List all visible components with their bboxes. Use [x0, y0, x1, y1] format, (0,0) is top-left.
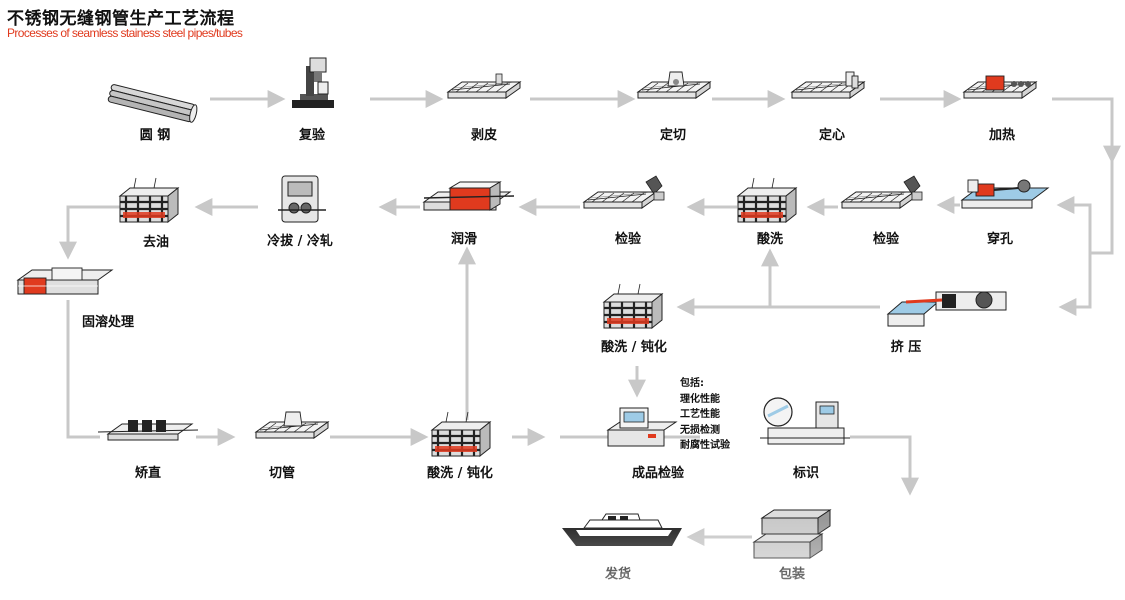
step-label-peeling: 剥皮	[470, 128, 498, 143]
peeling-machine-icon	[447, 73, 521, 99]
solution-furnace-icon	[16, 267, 114, 295]
step-label-tube-cutting: 切管	[268, 466, 296, 481]
lubrication-machine-icon	[422, 181, 515, 211]
inspection-notes-heading: 包括:	[680, 378, 704, 389]
step-label-round-steel: 圆 钢	[139, 128, 171, 143]
step-label-cut-length: 定切	[659, 128, 687, 143]
page-subtitle: Processes of seamless stainess steel pip…	[7, 26, 243, 40]
inspection-note-item: 无损检测	[680, 424, 720, 436]
inspection-bench-1-icon	[841, 175, 923, 209]
arrow-degrease-to-solution	[59, 205, 120, 260]
heating-furnace-icon	[963, 75, 1037, 99]
step-label-cold-draw-roll: 冷拔 / 冷轧	[267, 234, 333, 249]
extrusion-press-icon	[886, 291, 1007, 327]
step-label-inspect1: 检验	[872, 232, 900, 247]
arrow-right-loop-pierce	[1056, 160, 1114, 255]
step-label-packing: 包装	[778, 567, 806, 582]
page-title: 不锈钢无缝钢管生产工艺流程	[7, 9, 235, 29]
arrow-heat-down	[1052, 97, 1121, 164]
recheck-machine-icon	[292, 57, 334, 108]
cut-length-machine-icon	[637, 71, 711, 99]
inspection-note-item: 工艺性能	[680, 409, 720, 420]
inspection-note-item: 理化性能	[680, 393, 720, 405]
pickling-tank-1-icon	[736, 176, 798, 224]
pickling-passivation-tank-2-icon	[430, 410, 492, 458]
inspection-bench-2-icon	[583, 175, 665, 209]
inspection-note-item: 耐腐性试验	[680, 440, 730, 451]
straightening-machine-icon	[97, 420, 199, 441]
cold-draw-mill-icon	[278, 175, 326, 223]
pickling-passivation-tank-1-icon	[602, 282, 664, 330]
inspection-notes: 包括: 理化性能 工艺性能 无损检测 耐腐性试验	[680, 376, 730, 454]
marking-station-icon	[760, 397, 850, 445]
tube-cutting-machine-icon	[255, 411, 329, 439]
step-label-marking: 标识	[792, 466, 820, 481]
centering-machine-icon	[791, 71, 865, 99]
step-label-inspect2: 检验	[614, 232, 642, 247]
step-label-pickling-passivation-2: 酸洗 / 钝化	[427, 466, 493, 481]
packing-crates-icon	[752, 509, 832, 559]
final-inspection-station-icon	[606, 407, 678, 447]
step-label-lubrication: 润滑	[450, 232, 478, 247]
step-label-piercing: 穿孔	[986, 232, 1014, 247]
step-label-extrusion: 挤 压	[890, 340, 922, 355]
step-label-shipping: 发货	[604, 567, 632, 582]
step-label-solution-treatment: 固溶处理	[81, 315, 135, 330]
flow-arrows	[59, 90, 1121, 546]
step-label-degreasing: 去油	[142, 235, 170, 250]
step-label-straightening: 矫直	[134, 466, 162, 481]
round-steel-icon	[107, 84, 198, 123]
arrow-extrude-in	[1058, 253, 1092, 316]
step-label-heating: 加热	[988, 128, 1016, 143]
arrow-solution-to-straighten	[66, 300, 100, 439]
step-label-centering: 定心	[818, 128, 846, 143]
step-label-recheck: 复验	[298, 128, 326, 143]
cargo-ship-icon	[562, 513, 682, 546]
degreasing-tank-icon	[118, 176, 180, 224]
step-label-final-inspection: 成品检验	[631, 466, 685, 481]
piercing-mill-icon	[960, 179, 1050, 209]
arrow-marking-to-packing	[850, 435, 919, 496]
step-label-pickling1: 酸洗	[756, 232, 784, 247]
step-label-pickling-passivation-1: 酸洗 / 钝化	[601, 340, 667, 355]
